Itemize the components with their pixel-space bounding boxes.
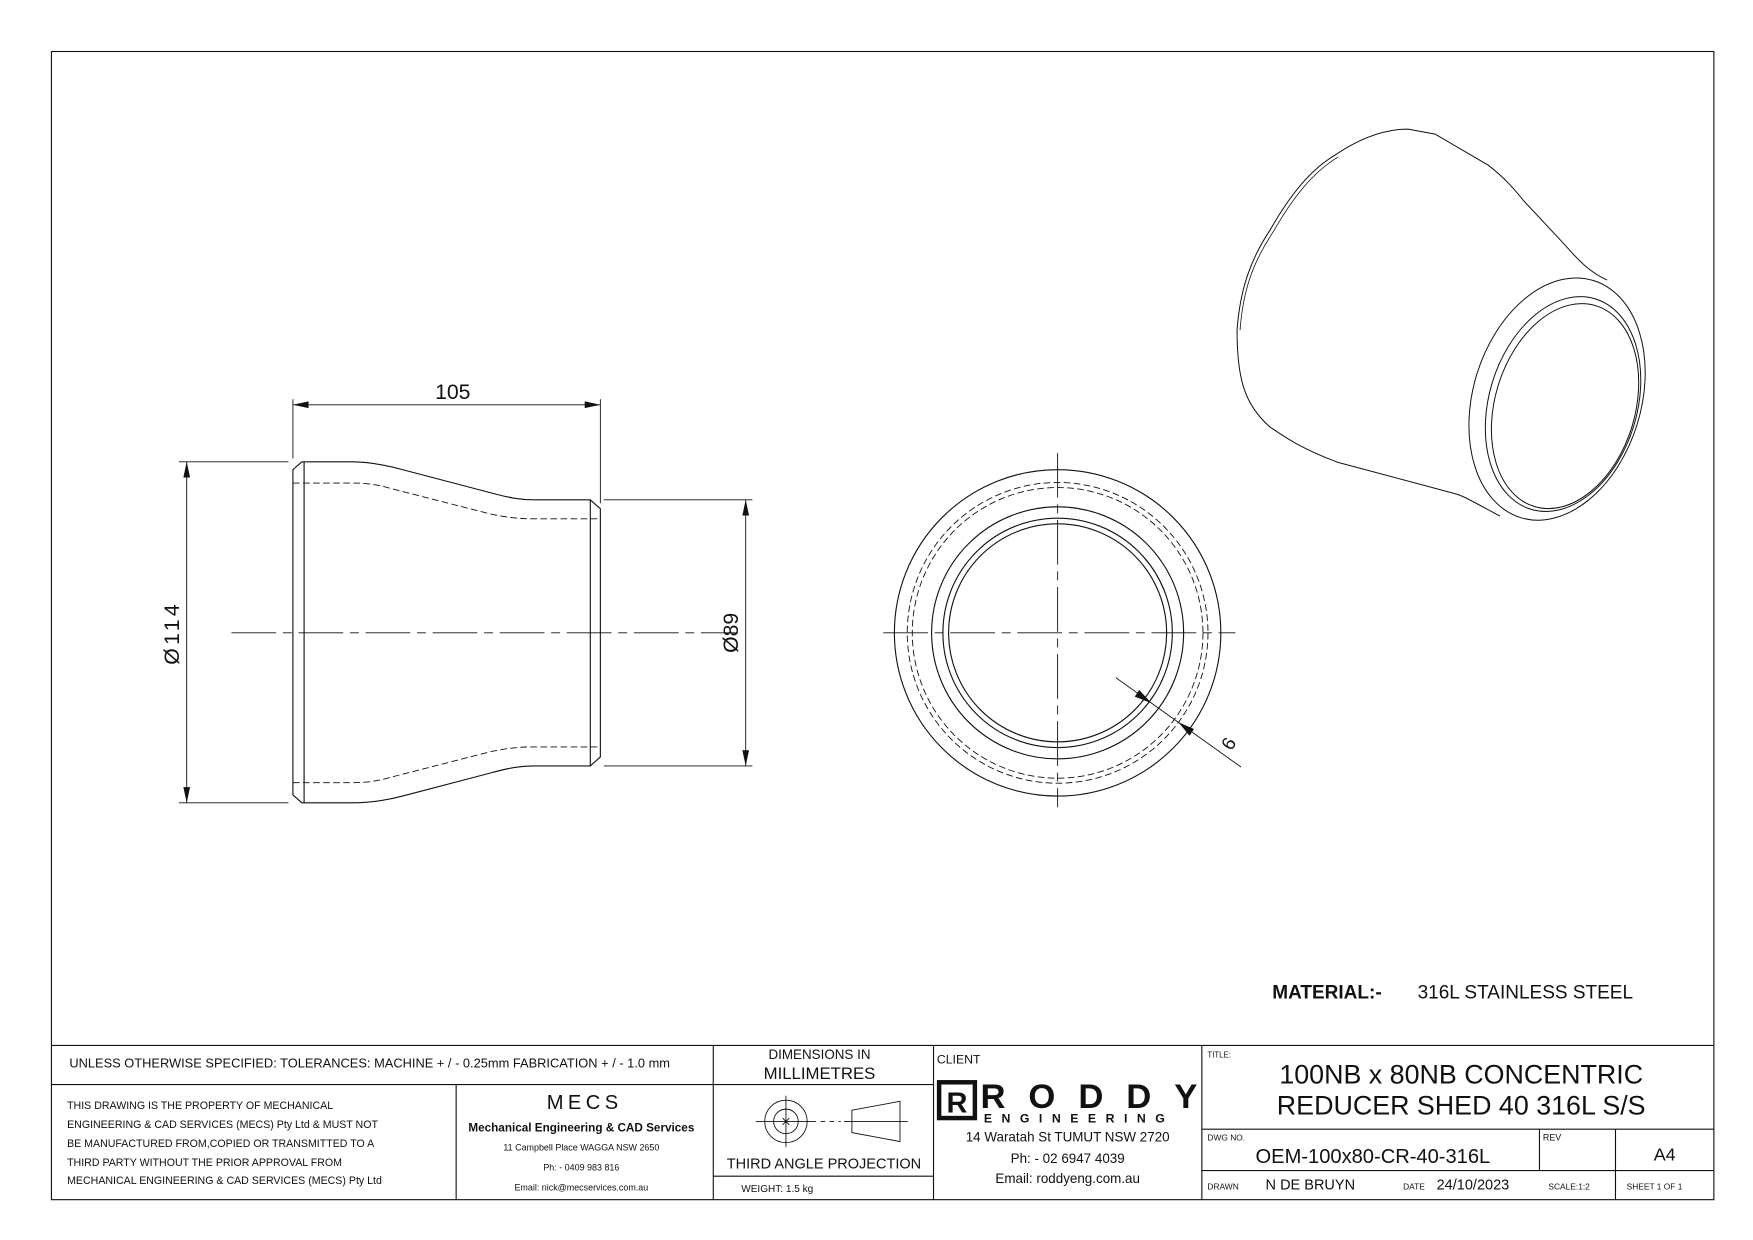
date: 24/10/2023 — [1437, 1178, 1510, 1194]
rev-label: REV — [1543, 1132, 1561, 1142]
sheet-size: A4 — [1654, 1145, 1676, 1165]
material-label: MATERIAL:- — [1272, 982, 1381, 1003]
property-notice: THIS DRAWING IS THE PROPERTY OF MECHANIC… — [67, 1100, 382, 1187]
mecs-info: MECS Mechanical Engineering & CAD Servic… — [468, 1092, 694, 1193]
property-notice-line: MECHANICAL ENGINEERING & CAD SERVICES (M… — [67, 1175, 382, 1187]
reducer-outline — [292, 461, 591, 804]
title-block: UNLESS OTHERWISE SPECIFIED: TOLERANCES: … — [51, 1044, 1714, 1200]
mecs-logo: MECS — [547, 1092, 623, 1114]
end-view: 6 — [883, 452, 1241, 808]
roddy-logo: R RODDY ENGINEERING — [936, 1078, 1198, 1126]
dwg-no: OEM-100x80-CR-40-316L — [1256, 1146, 1491, 1168]
tolerances-note: UNLESS OTHERWISE SPECIFIED: TOLERANCES: … — [69, 1056, 670, 1071]
property-notice-line: BE MANUFACTURED FROM,COPIED OR TRANSMITT… — [67, 1138, 375, 1150]
sheet-number: SHEET 1 OF 1 — [1627, 1182, 1683, 1192]
small-end-bore-ellipse — [1490, 303, 1640, 510]
bevel-edge — [1239, 156, 1339, 331]
property-notice-line: THIS DRAWING IS THE PROPERTY OF MECHANIC… — [67, 1100, 333, 1112]
drawing-title-line1: 100NB x 80NB CONCENTRIC — [1279, 1059, 1643, 1089]
mecs-address: 11 Campbell Place WAGGA NSW 2650 — [503, 1142, 659, 1152]
small-end-outer-ellipse — [1468, 277, 1646, 521]
client-label: CLIENT — [937, 1052, 981, 1066]
title-label: TITLE: — [1207, 1051, 1230, 1060]
arrowhead-icon — [1134, 689, 1195, 736]
svg-text:R: R — [947, 1087, 968, 1119]
dimension-small-diameter: Ø89 — [719, 613, 743, 653]
client-logo-sub: ENGINEERING — [984, 1112, 1175, 1126]
small-end-bevel-ellipse — [1484, 296, 1642, 512]
drawn-by: N DE BRUYN — [1266, 1178, 1356, 1194]
scale: SCALE:1:2 — [1548, 1182, 1590, 1192]
mecs-name: Mechanical Engineering & CAD Services — [468, 1121, 694, 1134]
hidden-line-top — [292, 482, 601, 520]
dimension-wall-thickness: 6 — [1218, 734, 1241, 754]
material-value: 316L STAINLESS STEEL — [1418, 982, 1633, 1003]
third-angle-projection-icon — [755, 1095, 908, 1148]
mecs-email: Email: nick@mecservices.com.au — [514, 1183, 648, 1193]
dwg-no-label: DWG NO. — [1207, 1132, 1245, 1142]
property-notice-line: THIRD PARTY WITHOUT THE PRIOR APPROVAL F… — [67, 1157, 342, 1169]
drawing-border — [50, 50, 1715, 1201]
date-label: DATE — [1403, 1182, 1425, 1192]
property-notice-line: ENGINEERING & CAD SERVICES (MECS) Pty Lt… — [67, 1119, 378, 1131]
hidden-line-bottom — [292, 746, 601, 784]
dimensions-in-label: DIMENSIONS IN — [768, 1047, 870, 1062]
drawing-title-line2: REDUCER SHED 40 316L S/S — [1277, 1091, 1646, 1121]
client-email: Email: roddyeng.com.au — [995, 1171, 1140, 1186]
cone-silhouette — [1236, 128, 1608, 517]
client-address: 14 Waratah St TUMUT NSW 2720 — [966, 1130, 1170, 1145]
front-view: 105 Ø114 Ø89 — [160, 380, 753, 804]
units-label: MILLIMETRES — [764, 1064, 876, 1083]
projection-label: THIRD ANGLE PROJECTION — [727, 1156, 921, 1172]
client-logo-main: RODDY — [980, 1078, 1198, 1116]
dimension-large-diameter: Ø114 — [160, 601, 184, 665]
drawn-label: DRAWN — [1207, 1182, 1238, 1192]
isometric-view — [1236, 128, 1646, 521]
weight-label: WEIGHT: 1.5 kg — [741, 1184, 813, 1195]
mecs-phone: Ph: - 0409 983 816 — [543, 1163, 619, 1173]
client-phone: Ph: - 02 6947 4039 — [1011, 1151, 1125, 1166]
dimension-length: 105 — [435, 380, 470, 404]
